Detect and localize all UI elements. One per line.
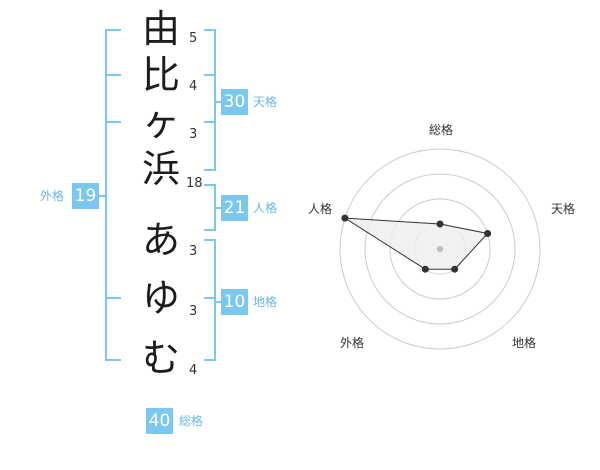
radar-point-5: [341, 214, 349, 222]
radar-data-polygon: [344, 217, 489, 270]
jinkaku-value: 21: [221, 195, 248, 221]
stroke-count-3: 3: [189, 127, 198, 142]
chikaku-label: 地格: [253, 295, 278, 309]
name-char-7: む: [141, 336, 180, 380]
name-char-6: ゆ: [141, 276, 180, 320]
radar-ring-2: [389, 198, 491, 300]
stroke-count-2: 4: [189, 79, 198, 94]
radar-axis-label-tenkaku: 天格: [550, 202, 575, 216]
soukaku-value: 40: [146, 408, 173, 434]
stroke-count-5: 3: [189, 244, 198, 259]
name-char-3: ヶ: [141, 100, 180, 144]
radar-point-3: [451, 265, 459, 273]
soukaku-label: 総格: [179, 414, 204, 428]
stroke-count-7: 4: [189, 363, 198, 378]
name-char-5: あ: [141, 218, 180, 262]
radar-ring-4: [339, 148, 541, 350]
radar-axis-label-chikaku: 地格: [511, 336, 536, 350]
name-char-2: 比: [141, 53, 180, 97]
stroke-count-1: 5: [189, 31, 198, 46]
radar-axis-label-soukaku: 総格: [428, 123, 453, 137]
radar-ring-3: [364, 173, 516, 325]
radar-center-dot: [437, 246, 443, 252]
radar-point-1: [436, 220, 444, 228]
radar-point-2: [484, 230, 492, 237]
radar-axis-label-gaikaku: 外格: [339, 336, 364, 350]
tenkaku-label: 天格: [253, 95, 278, 109]
radar-point-4: [421, 265, 429, 273]
radar-axis-label-jinkaku: 人格: [307, 202, 332, 216]
tenkaku-bracket: [204, 29, 216, 171]
stroke-count-6: 3: [189, 304, 198, 319]
stroke-count-4: 18: [186, 176, 203, 191]
tenkaku-value: 30: [221, 89, 248, 115]
chikaku-bracket: [204, 239, 216, 361]
name-char-4: 浜: [141, 147, 180, 191]
gaikaku-value: 19: [72, 183, 99, 209]
name-char-1: 由: [141, 7, 180, 51]
gaikaku-label: 外格: [40, 189, 65, 203]
chikaku-value: 10: [221, 289, 248, 315]
jinkaku-label: 人格: [253, 201, 278, 215]
